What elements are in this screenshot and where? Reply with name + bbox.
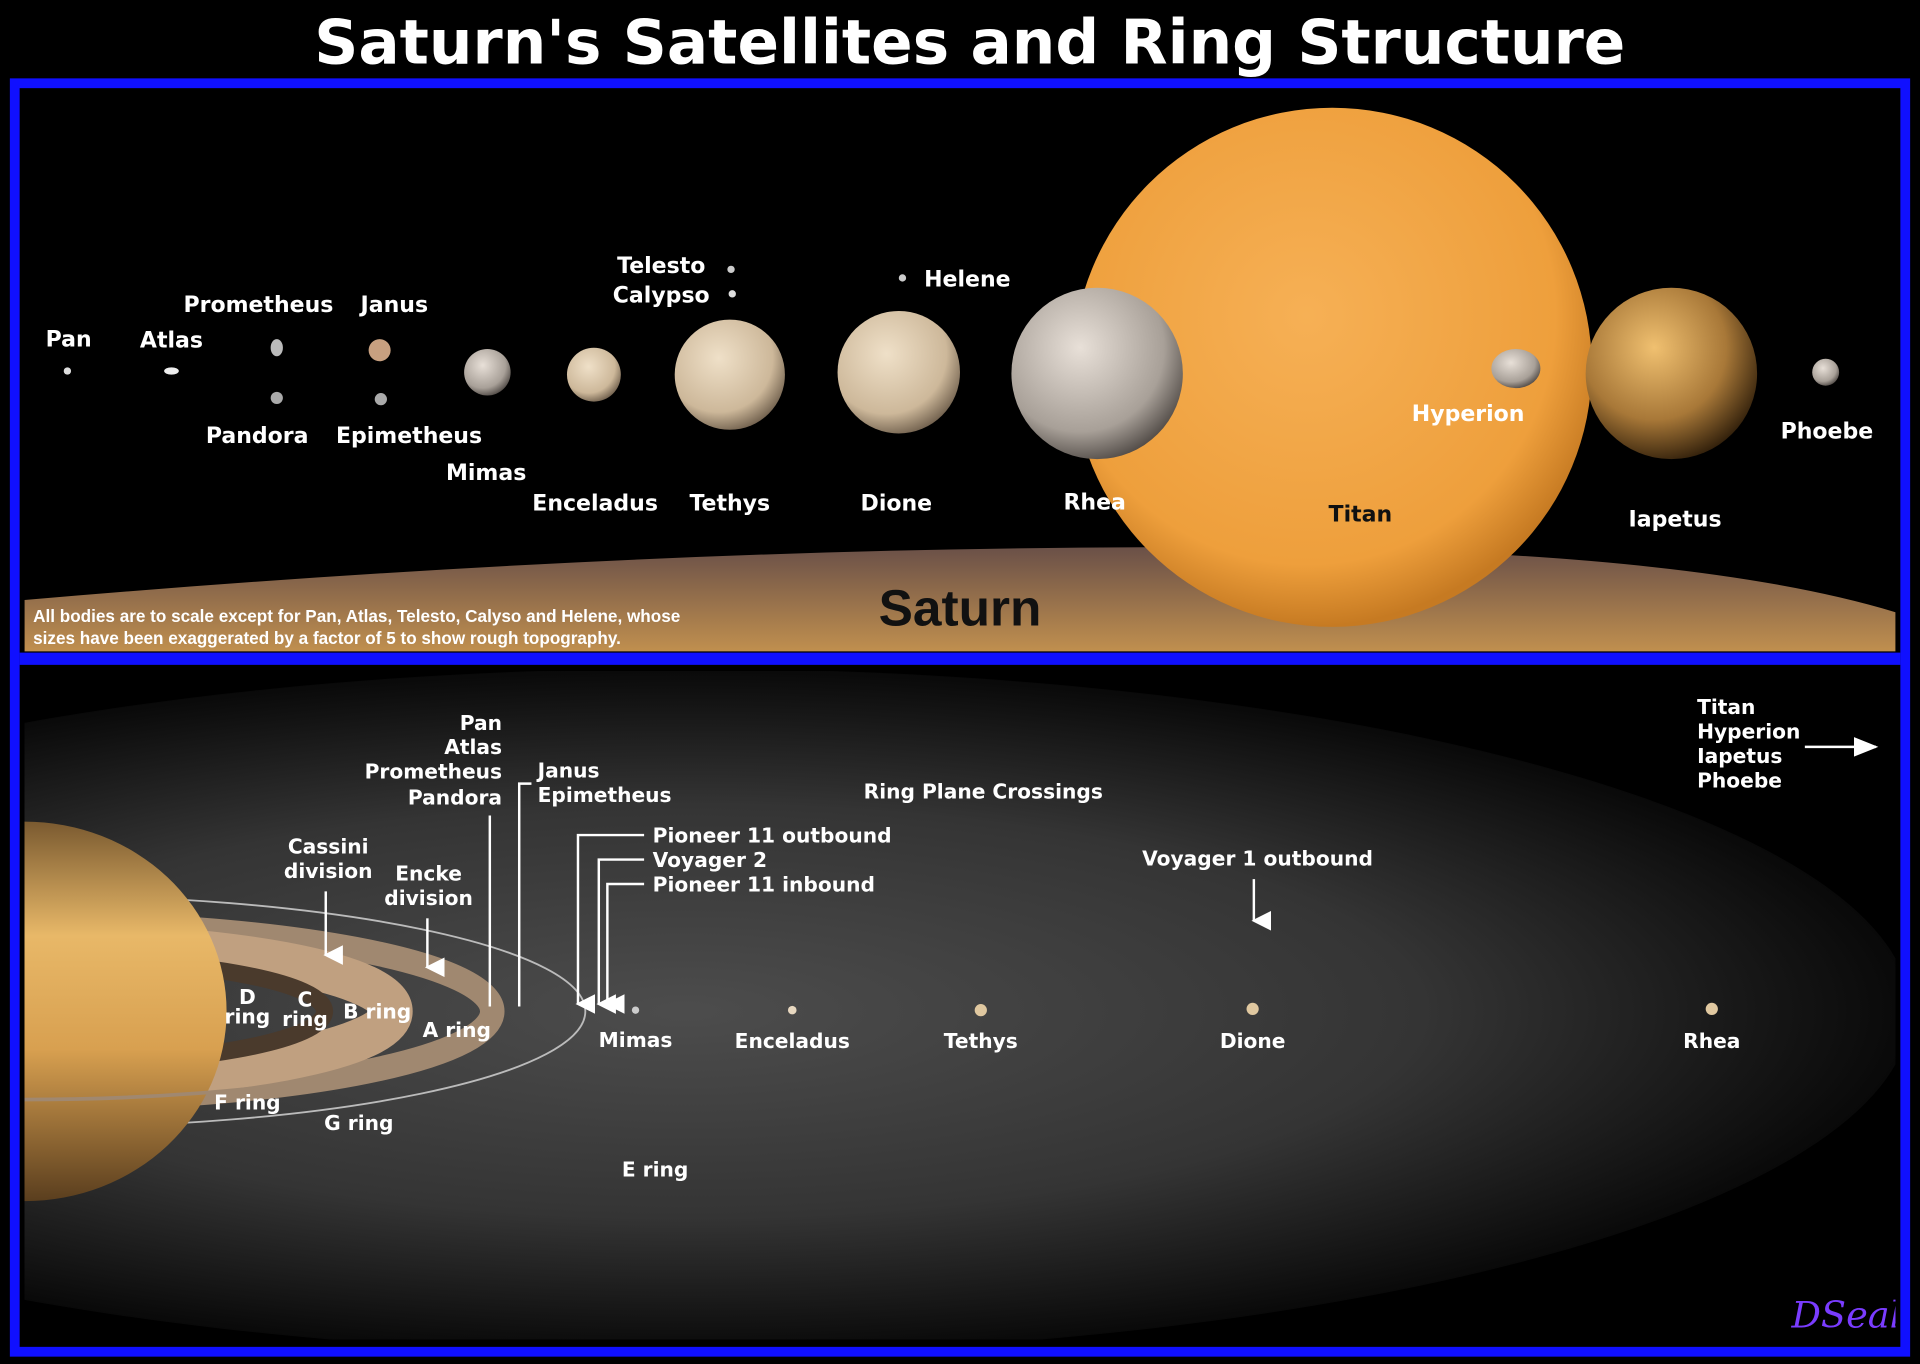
label-helene: Helene <box>924 268 1010 293</box>
label-saturn: Saturn <box>879 579 1042 637</box>
label-mimas: Mimas <box>446 461 526 486</box>
label-pandora: Pandora <box>206 424 309 449</box>
label-prometheus-orbit: Prometheus <box>365 760 502 784</box>
moon-janus <box>368 339 391 362</box>
scale-note-line-2: sizes have been exaggerated by a factor … <box>33 628 621 648</box>
label-b-ring: B ring <box>343 1000 411 1024</box>
moon-calypso <box>728 290 736 298</box>
label-iapetus-outer: Iapetus <box>1697 744 1782 768</box>
label-prometheus: Prometheus <box>183 293 333 318</box>
moon-phoebe <box>1812 358 1840 386</box>
moon-pandora <box>270 391 283 405</box>
label-f-ring: F ring <box>214 1090 281 1114</box>
label-hyperion: Hyperion <box>1412 402 1525 427</box>
moon-hyperion <box>1491 348 1541 389</box>
dot-rhea <box>1705 1002 1718 1016</box>
label-janus: Janus <box>359 293 429 318</box>
coorbital-pointer <box>517 782 532 1007</box>
top-panel: Pan Atlas Prometheus Pandora Janus Epime… <box>24 107 1896 652</box>
moon-rhea <box>1011 287 1183 460</box>
label-titan: Titan <box>1329 503 1393 528</box>
dot-dione <box>1246 1002 1259 1016</box>
label-rhea-orbit: Rhea <box>1683 1029 1740 1053</box>
rings-front <box>24 1011 495 1102</box>
dot-tethys <box>974 1004 987 1017</box>
panel-divider <box>19 652 1901 665</box>
signature: DSeal <box>1790 1293 1901 1336</box>
label-dione: Dione <box>861 492 933 517</box>
label-titan-outer: Titan <box>1697 695 1755 719</box>
label-pan-orbit: Pan <box>460 711 502 735</box>
moon-atlas <box>164 367 179 375</box>
label-pandora-orbit: Pandora <box>408 785 502 809</box>
coorbital-group: Janus Epimetheus <box>517 759 672 1007</box>
label-pan: Pan <box>46 328 92 353</box>
dot-enceladus <box>787 1005 797 1015</box>
moon-mimas <box>464 348 511 396</box>
e-ring <box>24 670 1896 1340</box>
moon-prometheus <box>270 339 283 357</box>
moon-iapetus <box>1585 287 1758 460</box>
label-tethys-orbit: Tethys <box>944 1029 1018 1053</box>
label-epimetheus-orbit: Epimetheus <box>538 783 672 807</box>
b-ring <box>24 922 413 1101</box>
pioneer11-outbound-arrow <box>575 833 645 1014</box>
dot-mimas <box>631 1006 640 1014</box>
label-pioneer11-inbound: Pioneer 11 inbound <box>653 872 875 896</box>
label-voyager2: Voyager 2 <box>653 848 767 872</box>
moon-enceladus <box>566 347 621 402</box>
label-voyager1-outbound: Voyager 1 outbound <box>1142 847 1373 871</box>
label-mimas-orbit: Mimas <box>599 1028 673 1052</box>
label-rhea: Rhea <box>1063 490 1125 515</box>
label-phoebe: Phoebe <box>1781 419 1874 444</box>
inner-moon-group: Pan Atlas Prometheus Pandora <box>365 711 502 1007</box>
label-dione-orbit: Dione <box>1220 1029 1286 1053</box>
label-atlas-orbit: Atlas <box>444 735 502 759</box>
moon-pan <box>63 367 72 375</box>
label-hyperion-outer: Hyperion <box>1697 719 1800 743</box>
moon-tethys <box>674 319 785 430</box>
label-enceladus-orbit: Enceladus <box>735 1029 850 1053</box>
label-e-ring: E ring <box>622 1158 689 1182</box>
label-enceladus: Enceladus <box>532 492 658 517</box>
label-g-ring: G ring <box>324 1111 393 1135</box>
label-tethys: Tethys <box>689 492 770 517</box>
scale-note-line-1: All bodies are to scale except for Pan, … <box>33 606 680 626</box>
label-epimetheus: Epimetheus <box>336 424 482 449</box>
moon-titan <box>1072 107 1592 627</box>
moon-telesto <box>727 265 735 274</box>
page-title: Saturn's Satellites and Ring Structure <box>314 8 1625 79</box>
pioneer11-inbound-arrow <box>604 882 645 1014</box>
label-a-ring: A ring <box>423 1018 491 1042</box>
label-phoebe-outer: Phoebe <box>1697 768 1782 792</box>
moon-epimetheus <box>374 393 387 406</box>
moon-dione <box>837 311 960 434</box>
label-calypso: Calypso <box>613 283 710 308</box>
label-telesto: Telesto <box>617 254 705 279</box>
c-ring <box>24 948 334 1074</box>
label-iapetus: Iapetus <box>1629 507 1722 532</box>
saturn-planet <box>24 821 227 1202</box>
label-pioneer11-outbound: Pioneer 11 outbound <box>653 823 892 847</box>
label-atlas: Atlas <box>140 329 203 354</box>
moon-helene <box>898 274 907 282</box>
label-janus-orbit: Janus <box>536 759 600 783</box>
voyager2-arrow <box>596 858 645 1014</box>
crossings-title: Ring Plane Crossings <box>864 779 1103 803</box>
